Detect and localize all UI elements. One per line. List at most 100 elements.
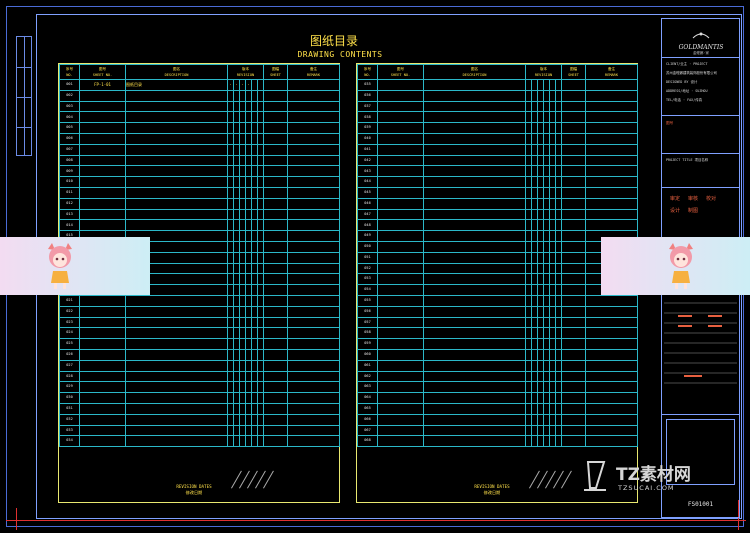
right-revision-en: REVISION DATES [474,484,510,489]
table-row: 009 [59,165,341,178]
sheet-size-cell [263,132,289,145]
revision-cell [256,122,265,134]
remark-cell [287,79,341,91]
description-cell [423,316,526,329]
row-number: 061 [357,359,378,372]
table-row: 037 [357,100,639,113]
revision-cell [256,154,265,167]
row-number: 011 [59,186,80,199]
remark-cell [287,100,341,113]
sheet-no-cell [79,424,126,437]
row-number: 036 [357,89,378,102]
table-row: 022 [59,305,341,318]
remark-cell [287,338,341,350]
remark-cell [287,381,341,394]
sheet-no-cell [377,251,424,264]
sheet-size-cell [561,122,587,134]
sheet-no-cell [377,197,424,210]
revision-cell [256,143,265,156]
sheet-size-cell [561,89,587,102]
description-cell [125,402,228,415]
row-number: 067 [357,424,378,437]
sheet-size-cell [263,402,289,415]
revision-cell [256,240,265,253]
approval-stamps: 审定审核校对设计制图 [670,195,730,225]
sheet-size-cell [263,305,289,318]
description-cell: 图纸目录 [125,79,228,91]
table-row: 026 [59,348,341,361]
sheet-size-cell [561,240,587,253]
remark-cell [585,186,639,199]
row-number: 058 [357,327,378,340]
description-cell [125,392,228,404]
revision-cell [256,219,265,232]
description-cell [125,89,228,102]
logo-text: GOLDMANTIS [678,44,724,51]
sheet-no-cell [377,111,424,124]
sheet-size-cell [263,240,289,253]
column-header-cn: 备注 [309,67,318,71]
row-number: 048 [357,219,378,232]
remark-cell [287,122,341,134]
description-cell [125,424,228,437]
approval-stamp: 制图 [688,208,699,214]
row-number: 051 [357,251,378,264]
sheet-size-cell [263,348,289,361]
sheet-no-cell [377,208,424,221]
table-row: 064 [357,392,639,404]
description-cell [125,327,228,340]
table-row: 030 [59,392,341,404]
approval-stamp: 审定 [670,196,681,202]
sheet-no-cell [377,273,424,286]
sheet-no-cell [377,424,424,437]
row-number: 008 [59,154,80,167]
description-cell [125,111,228,124]
titleblock-divider-6 [662,414,739,415]
row-number: 059 [357,338,378,350]
remark-cell [287,392,341,404]
remark-cell [585,154,639,167]
sheet-no-cell [79,208,126,221]
sheet-size-cell [263,100,289,113]
sheet-size-cell [263,424,289,437]
table-row: 027 [59,359,341,372]
row-number: 034 [59,435,80,448]
sheet-no-cell [79,154,126,167]
sheet-no-cell [79,402,126,415]
promo-banner-right [601,237,750,295]
revision-cell [554,435,563,448]
revision-cell [554,197,563,210]
sheet-size-cell [263,327,289,340]
sheet-size-cell [561,165,587,178]
sheet-no-cell [377,370,424,383]
table-row: 048 [357,219,639,232]
remark-cell [287,273,341,286]
row-number: 046 [357,197,378,210]
sheet-no-cell [79,316,126,329]
table-row: 067 [357,424,639,437]
remark-cell [585,176,639,188]
sheet-size-cell [263,165,289,178]
sheet-no-cell [377,392,424,404]
sheet-size-cell [263,186,289,199]
row-number: 010 [59,176,80,188]
remark-cell [585,327,639,340]
table-row: 005 [59,122,341,134]
remark-cell [287,413,341,426]
description-cell [423,165,526,178]
description-cell [423,327,526,340]
sheet-size-cell [561,359,587,372]
description-cell [125,359,228,372]
sheet-size-cell [561,251,587,264]
sheet-no-cell [377,338,424,350]
remark-cell [287,294,341,307]
table-row: 060 [357,348,639,361]
titleblock-line: 苏州金螳螂建筑装饰股份有限公司 [666,71,717,75]
row-number: 025 [59,338,80,350]
remark-cell [585,348,639,361]
remark-cell [585,294,639,307]
sheet-size-cell [263,143,289,156]
description-cell [423,338,526,350]
description-cell [423,154,526,167]
